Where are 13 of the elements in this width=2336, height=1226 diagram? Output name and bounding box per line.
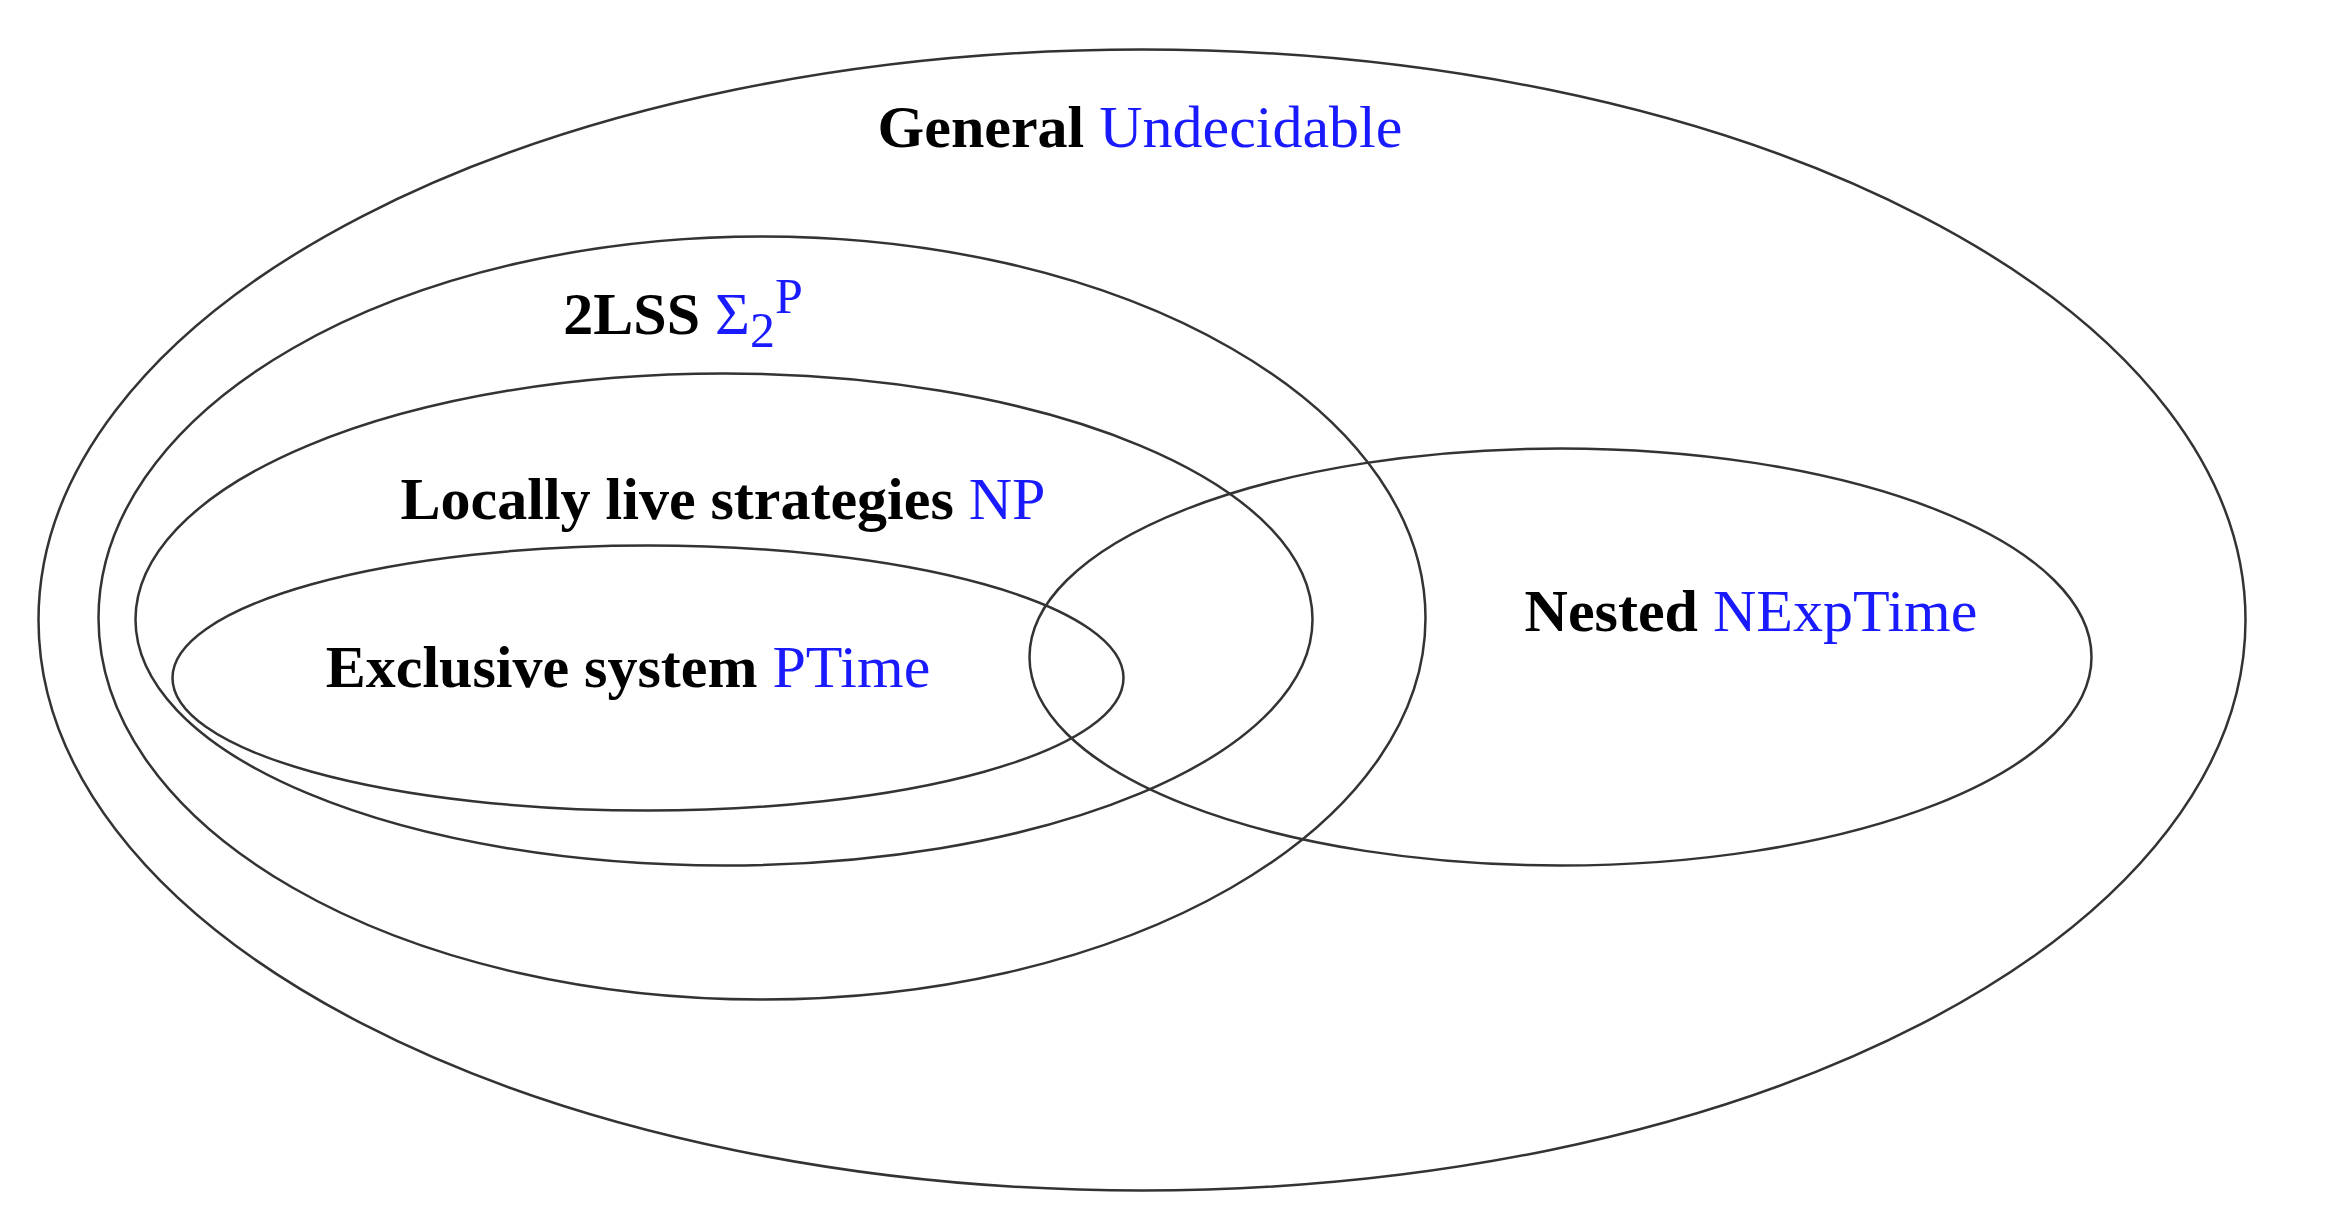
set-name: General	[877, 94, 1085, 160]
complexity-class: PTime	[772, 634, 931, 700]
complexity-class: NP	[968, 466, 1046, 532]
complexity-class: Undecidable	[1099, 94, 1403, 160]
set-name: Nested	[1524, 578, 1698, 644]
complexity-class: NExpTime	[1712, 578, 1978, 644]
set-ellipse	[37, 48, 2247, 1192]
set-ellipse	[97, 235, 1427, 1001]
set-name: 2LSS	[563, 280, 700, 347]
set-ellipse	[134, 372, 1314, 867]
set-name: Exclusive system	[325, 634, 758, 700]
set-ellipse	[171, 544, 1125, 812]
set-name: Locally live strategies	[400, 466, 954, 532]
